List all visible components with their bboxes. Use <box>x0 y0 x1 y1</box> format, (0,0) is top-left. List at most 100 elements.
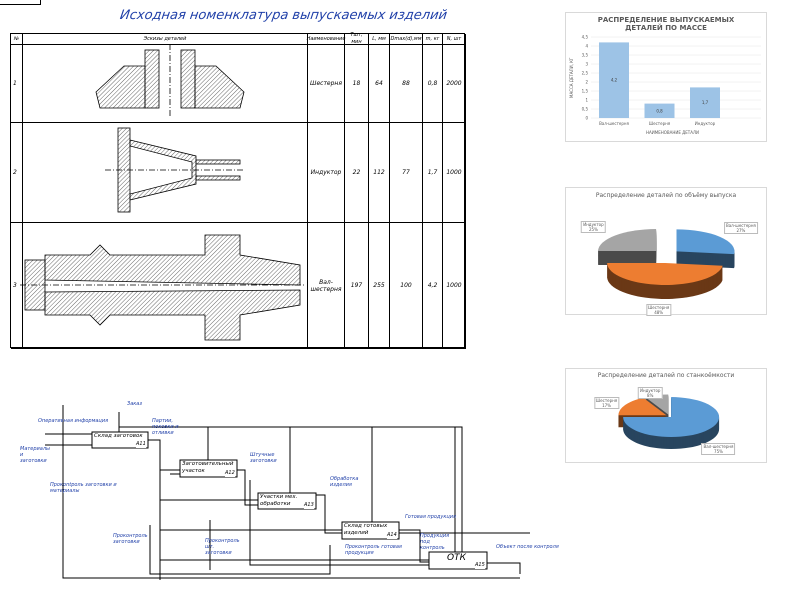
pie1-plot <box>598 229 735 299</box>
y-tick-label: 1,5 <box>582 89 589 94</box>
pie-slice <box>607 262 723 285</box>
pie-slice <box>676 229 735 255</box>
table-cell-sketch <box>23 123 308 223</box>
idef0-diagram <box>45 405 530 580</box>
inductor-sketch <box>105 127 245 213</box>
table-header-cell: N, шт <box>443 34 466 45</box>
flow-label-pc-pieces: Проконтроль шт. заготовки <box>205 538 240 556</box>
flow-label-info: Оперативная информация <box>38 418 109 424</box>
y-tick-label: 2,5 <box>582 71 589 76</box>
y-tick-label: 2 <box>585 80 588 85</box>
process-block-name: Заготовительный участок <box>182 461 234 474</box>
bar <box>690 87 720 118</box>
pie-label-name: Индуктор <box>639 388 661 393</box>
bar-value-label: 0,8 <box>656 108 663 113</box>
process-block-name: Участки мех. обработки <box>260 494 298 507</box>
pie2-title: Распределение деталей по станкоёмкости <box>597 372 735 379</box>
bar <box>644 103 675 118</box>
pie-label-name: Индуктор <box>583 221 604 227</box>
y-tick-label: 0 <box>585 116 588 121</box>
flow-label-control-pre: Продукция под контроль <box>420 533 450 551</box>
table-cell-m: 1,7 <box>423 123 443 223</box>
y-tick-label: 4,5 <box>582 35 589 40</box>
pie2-plot <box>618 394 720 450</box>
y-tick-label: 3,5 <box>582 53 589 58</box>
process-block <box>179 459 238 478</box>
table-cell-t: 22 <box>345 123 369 223</box>
bar <box>599 42 629 118</box>
process-block <box>428 551 488 570</box>
flow-label-after-control: Объект после контроля <box>496 544 559 550</box>
flow-label-materials: Материалы и заготовки <box>20 446 50 464</box>
bar-ylabel: МАССА ДЕТАЛИ, КГ <box>569 57 574 98</box>
pie-label-pct: 48% <box>654 309 664 315</box>
table-cell-m: 4,2 <box>423 223 443 349</box>
x-tick-label: Индуктор <box>695 121 716 126</box>
y-tick-label: 0,5 <box>582 107 589 112</box>
process-block-code: А15 <box>475 562 485 569</box>
table-cell-d: 77 <box>390 123 423 223</box>
table-cell-num: 3 <box>11 223 23 349</box>
table-cell-t: 197 <box>345 223 369 349</box>
process-block-name: ОТК <box>447 553 466 563</box>
flow-label-pc-blanks: Проконтроль заготовки <box>113 533 148 545</box>
x-tick-label: Шестерня <box>649 121 671 126</box>
flow-label-order: Заказ <box>127 401 143 407</box>
table-cell-n: 1000 <box>443 123 466 223</box>
pie-label-pct: 75% <box>714 449 723 455</box>
bar-plot: 00,511,522,533,544,54,2Вал-шестерня0,8Ше… <box>582 35 761 126</box>
flow-label-pc-finished: Проконтроль готовая продукция <box>345 544 402 556</box>
table-cell-sketch <box>23 223 308 349</box>
pie-chart-machine-intensity: Распределение деталей по станкоёмкости <box>565 368 767 463</box>
process-block-name: Склад заготовок <box>94 433 143 439</box>
flow-label-pc-materials: Прокontроль заготовки и материалы <box>50 482 117 494</box>
bar-xlabel: НАИМЕНОВАНИЕ ДЕТАЛИ <box>646 130 699 135</box>
pie1-title: Распределение деталей по объёму выпуска <box>595 192 737 199</box>
process-block-code: А11 <box>136 441 146 448</box>
process-block-name: Склад готовых изделий <box>344 523 388 536</box>
table-cell-l: 255 <box>369 223 390 349</box>
flow-label-pieces: Штучные заготовки <box>250 452 277 464</box>
pie-label-pct: 17% <box>602 403 611 409</box>
table-cell-name: Индуктор <box>308 123 345 223</box>
x-tick-label: Вал-шестерня <box>599 121 629 126</box>
table-cell-m: 0,8 <box>423 45 443 123</box>
flow-label-finished: Готовая продукция <box>405 514 457 520</box>
flow-label-processed: Обработка изделия <box>330 476 359 488</box>
table-cell-l: 64 <box>369 45 390 123</box>
process-block <box>341 521 400 540</box>
pie-label-name: Шестерня <box>647 304 670 310</box>
table-cell-n: 2000 <box>443 45 466 123</box>
y-tick-label: 4 <box>585 44 588 49</box>
table-cell-num: 2 <box>11 123 23 223</box>
process-block-code: А14 <box>387 532 397 539</box>
table-header-cell: № <box>11 34 23 45</box>
process-block <box>257 492 317 510</box>
bar-value-label: 4,2 <box>611 78 618 83</box>
table-cell-num: 1 <box>11 45 23 123</box>
pie-slice <box>618 397 667 416</box>
bar-chart-title: РАСПРЕДЕЛЕНИЕ ВЫПУСКАЕМЫХ ДЕТАЛЕЙ ПО МАС… <box>597 16 735 32</box>
pie-label-pct: 27% <box>736 228 746 234</box>
pie-label-name: Вал-шестерня <box>725 223 756 229</box>
gear-sketch <box>95 44 245 118</box>
table-header-cell: m, кг <box>423 34 443 45</box>
table-cell-sketch <box>23 45 308 123</box>
pie-slice <box>645 394 669 415</box>
table-header-cell: Наименование <box>307 34 345 45</box>
table-header-cell: L, мм <box>369 34 390 45</box>
part-sketches <box>20 44 305 341</box>
table-header-cell: Эскизы деталей <box>23 34 308 45</box>
flow-label-delays: Партии, поковки и отливки <box>152 418 179 436</box>
y-tick-label: 1 <box>585 98 588 103</box>
table-cell-t: 18 <box>345 45 369 123</box>
table-header-cell: Тшт, мин <box>345 32 369 45</box>
table-cell-l: 112 <box>369 123 390 223</box>
pie-chart-volume: Распределение деталей по объёму выпуска <box>565 187 767 315</box>
